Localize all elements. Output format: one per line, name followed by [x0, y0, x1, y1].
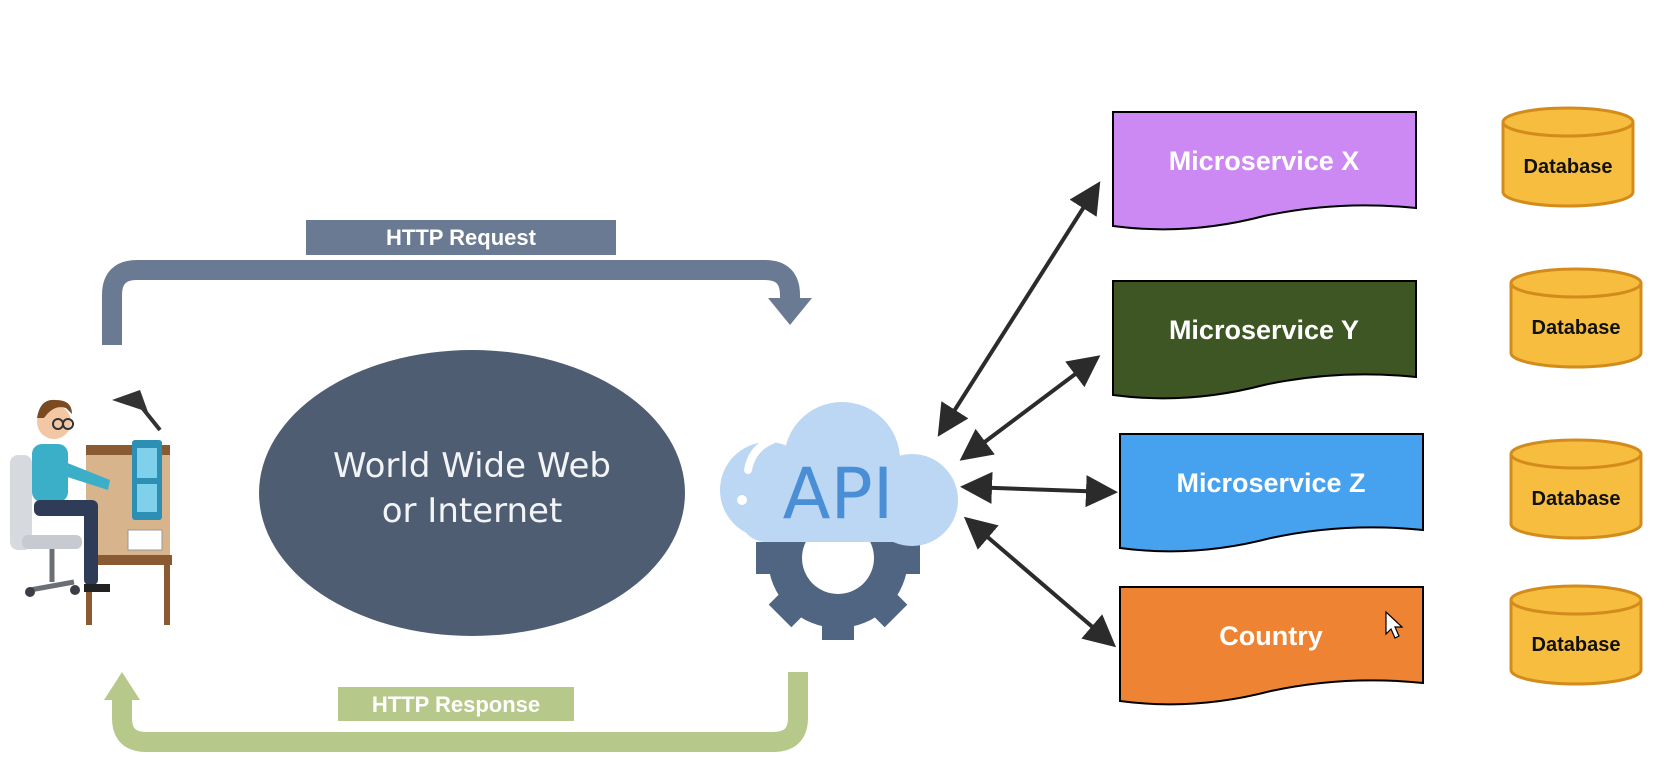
chair-back — [10, 455, 32, 550]
person-thigh — [34, 500, 98, 516]
internet-label-line2: or Internet — [382, 491, 563, 531]
response-badge-bg — [338, 687, 574, 721]
request-arrow-shaft — [102, 260, 800, 345]
microservice-x[interactable]: Microservice X — [1112, 111, 1417, 231]
database-z: Database — [1509, 438, 1643, 540]
microservice-z[interactable]: Microservice Z — [1119, 433, 1424, 553]
microservice-shape — [1119, 586, 1424, 706]
request-badge-bg — [306, 220, 616, 255]
microservice-y[interactable]: Microservice Y — [1112, 280, 1417, 400]
microservice-country[interactable]: Country — [1119, 586, 1424, 706]
database-country-label: Database — [1532, 634, 1621, 656]
database-cylinder-icon — [1509, 283, 1643, 369]
microservice-shape — [1112, 280, 1417, 400]
database-y-label: Database — [1532, 317, 1621, 339]
connector-z — [960, 471, 1118, 508]
person-shirt — [32, 444, 68, 502]
mouse-cursor-icon — [1385, 610, 1404, 639]
person-arm — [58, 460, 110, 490]
person-leg — [84, 505, 98, 585]
http-request-label: HTTP Request — [386, 225, 537, 250]
database-z-label: Database — [1532, 488, 1621, 510]
microservice-country-label: Country — [1219, 621, 1323, 651]
database-cylinder-icon — [1501, 122, 1635, 208]
chair-base — [29, 579, 75, 593]
http-response-label: HTTP Response — [372, 692, 540, 717]
microservice-shape — [1112, 111, 1417, 231]
http-response-badge: HTTP Response — [338, 687, 574, 721]
person-hair — [37, 399, 72, 418]
http-request-badge: HTTP Request — [306, 220, 616, 255]
connector-y — [959, 355, 1101, 461]
person-shoe — [84, 584, 110, 592]
api-gateway-icon: API — [720, 402, 958, 640]
internet-ellipse — [259, 350, 685, 636]
user-at-computer-icon — [10, 390, 172, 625]
api-service-connectors — [937, 181, 1118, 648]
database-country: Database — [1509, 584, 1643, 686]
internet-node: World Wide Web or Internet — [259, 350, 685, 636]
internet-label-line1: World Wide Web — [333, 446, 611, 486]
lamp-head — [112, 390, 148, 412]
http-request-arrow — [102, 260, 812, 345]
database-x: Database — [1501, 106, 1635, 208]
request-arrow-head — [768, 298, 812, 325]
connector-x — [937, 181, 1101, 437]
microservice-x-label: Microservice X — [1169, 146, 1360, 176]
api-label: API — [783, 453, 894, 535]
microservice-y-label: Microservice Y — [1169, 315, 1359, 345]
http-response-arrow — [104, 672, 808, 752]
database-cylinder-icon — [1509, 600, 1643, 686]
database-y: Database — [1509, 267, 1643, 369]
microservice-shape — [1119, 433, 1424, 553]
microservice-z-label: Microservice Z — [1176, 468, 1365, 498]
chair-seat — [22, 535, 82, 549]
database-x-label: Database — [1524, 156, 1613, 178]
cloud-icon — [720, 402, 958, 546]
response-arrow-head — [104, 672, 140, 700]
connector-country — [963, 516, 1117, 648]
desk-leg — [86, 565, 92, 625]
desk-top — [86, 445, 170, 455]
database-cylinder-icon — [1509, 454, 1643, 540]
response-arrow-shaft — [112, 672, 808, 752]
